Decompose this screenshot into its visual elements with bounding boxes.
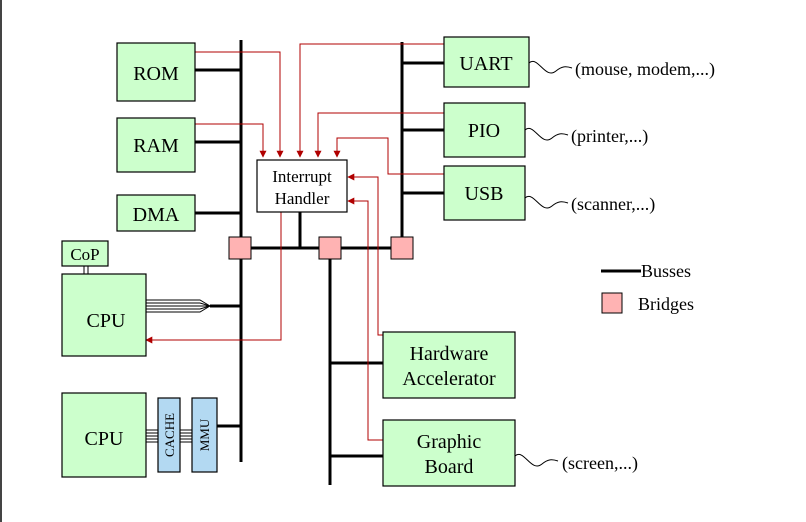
uart-label: UART <box>459 53 512 75</box>
rom-label: ROM <box>133 63 179 85</box>
cpu-interrupt-line <box>145 212 282 344</box>
cop-block: CoP <box>61 240 109 267</box>
pio-devices-label: (printer,...) <box>571 126 648 147</box>
cache-block: CACHE <box>157 397 181 473</box>
graphic-interrupt-line <box>347 197 383 441</box>
bridge-middle <box>318 236 342 260</box>
legend: Busses Bridges <box>601 261 694 314</box>
legend-bridge-swatch <box>601 292 623 314</box>
ram-block: RAM <box>116 117 196 173</box>
graphic-board-block: Graphic Board <box>382 419 516 487</box>
io-wavy-connectors <box>514 60 573 467</box>
bridge-right <box>390 236 414 260</box>
cpu2-block: CPU <box>61 392 147 478</box>
hardware-accelerator-block: Hardware Accelerator <box>382 331 516 399</box>
cop-label: CoP <box>70 245 99 264</box>
cpu1-block: CPU <box>61 273 147 357</box>
usb-wave <box>524 195 569 209</box>
window-edge <box>0 0 2 522</box>
graphic-board-label-line2: Board <box>425 456 474 478</box>
legend-busses-label: Busses <box>641 261 691 281</box>
legend-bridges-label: Bridges <box>638 294 694 314</box>
dma-label: DMA <box>133 204 180 226</box>
mmu-block: MMU <box>191 397 218 473</box>
mmu-label: MMU <box>197 418 212 451</box>
graphic-board-label-line1: Graphic <box>417 431 482 453</box>
pio-wave <box>524 127 569 141</box>
bridges <box>228 236 414 260</box>
interrupt-handler-label-line2: Handler <box>275 189 330 208</box>
rom-interrupt-line <box>195 51 284 158</box>
usb-label: USB <box>465 183 504 205</box>
cop-cpu-connector <box>83 266 89 274</box>
cpu2-label: CPU <box>85 428 124 450</box>
pio-interrupt-line <box>314 112 444 158</box>
hardware-accelerator-label-line1: Hardware <box>410 343 489 365</box>
uart-wave <box>528 60 573 74</box>
hw-accel-interrupt-line <box>347 173 383 336</box>
ram-label: RAM <box>133 135 179 157</box>
usb-devices-label: (scanner,...) <box>571 194 655 215</box>
cpu2-cache-connector <box>146 429 158 443</box>
cpu1-label: CPU <box>87 310 126 332</box>
cpu1-wide-connector <box>146 299 211 313</box>
uart-devices-label: (mouse, modem,...) <box>575 59 715 80</box>
interrupt-handler-block: Interrupt Handler <box>256 159 348 213</box>
dma-block: DMA <box>116 194 196 232</box>
pio-label: PIO <box>468 120 500 142</box>
busses <box>195 40 444 485</box>
interrupt-handler-label-line1: Interrupt <box>272 167 332 186</box>
usb-interrupt-line <box>333 137 444 175</box>
graphic-devices-label: (screen,...) <box>562 453 638 474</box>
ram-interrupt-line <box>195 123 267 158</box>
uart-interrupt-line <box>296 43 444 158</box>
hardware-accelerator-label-line2: Accelerator <box>402 368 496 390</box>
uart-block: UART <box>443 36 530 88</box>
graphic-wave <box>514 453 559 467</box>
usb-block: USB <box>443 165 526 221</box>
bridge-left <box>228 236 252 260</box>
rom-block: ROM <box>116 42 196 102</box>
cache-label: CACHE <box>162 413 177 457</box>
cache-mmu-connector <box>180 429 192 443</box>
pio-block: PIO <box>443 102 526 158</box>
interrupt-lines <box>145 43 444 441</box>
